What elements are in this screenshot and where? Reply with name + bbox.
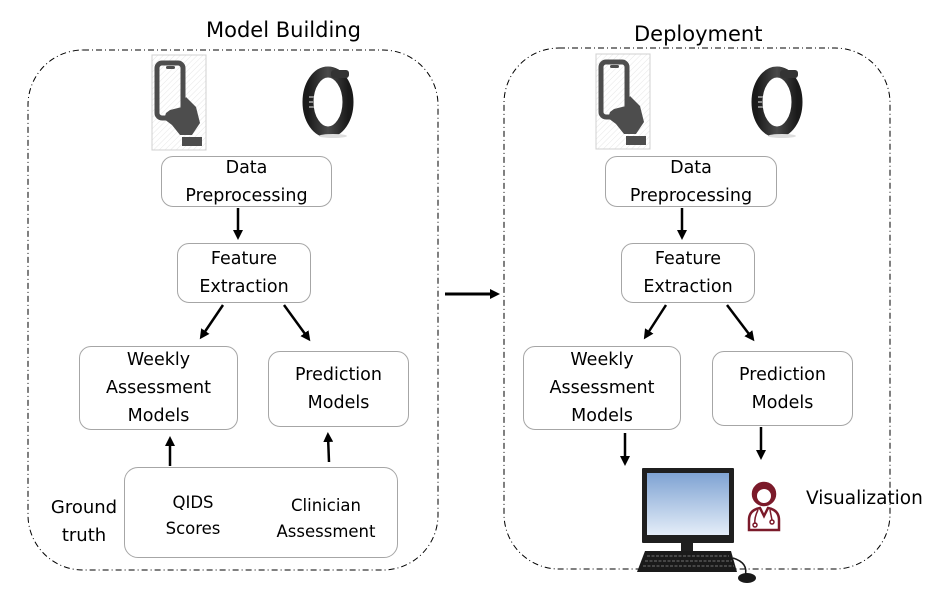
smartphone-icon [151,54,207,151]
node-label-line: Data [670,157,712,178]
node-label-line: Models [571,406,633,426]
arrow-features-to-weekly [199,304,225,340]
ground-truth-label-line: Ground [50,497,118,518]
fitness-band-icon [751,66,803,138]
node-prediction-models: Prediction Models [712,351,853,426]
doc-label-line: QIDS [172,493,214,512]
arrow-features-to-prediction [726,304,755,342]
model-building-container [27,49,439,571]
node-data-preprocessing: Data Preprocessing [605,156,777,207]
smartphone-icon [595,53,651,150]
node-label-line: Weekly [570,350,634,370]
arrow-features-to-prediction [282,304,311,342]
clinician-assessment-label: Clinician Assessment [276,493,376,545]
node-label-line: Assessment [549,378,655,398]
doc-label-line: Scores [165,519,221,538]
node-label-line: Assessment [106,378,211,398]
ground-truth-box [124,467,398,558]
node-label-line: Extraction [643,277,733,297]
node-label-line: Feature [654,249,722,269]
node-label-line: Extraction [199,277,289,297]
node-feature-extraction: Feature Extraction [177,243,311,303]
deployment-title: Deployment [634,22,763,46]
visualization-label: Visualization [806,488,923,509]
node-label-line: Models [307,393,370,413]
desktop-computer-icon [637,468,756,583]
node-label-line: Prediction [739,364,826,385]
node-feature-extraction: Feature Extraction [621,243,755,303]
node-label-line: Preprocessing [629,185,753,206]
node-label-line: Data [225,157,268,178]
node-label-line: Prediction [295,365,382,385]
doc-label-line: Assessment [276,522,376,541]
ground-truth-label-line: truth [61,525,107,546]
node-label-line: Feature [210,249,278,269]
doc-label-line: Clinician [291,496,361,515]
node-label-line: Models [127,406,190,426]
node-label-line: Preprocessing [185,185,308,206]
node-prediction-models: Prediction Models [268,351,409,427]
node-weekly-assessment-models: Weekly Assessment Models [523,346,681,430]
qids-scores-label: QIDS Scores [155,490,231,542]
clinician-icon [747,481,781,532]
ground-truth-label: Ground truth [48,494,120,550]
node-label-line: Models [751,392,814,413]
node-label-line: Weekly [126,350,191,370]
node-data-preprocessing: Data Preprocessing [161,156,332,207]
node-weekly-assessment-models: Weekly Assessment Models [79,346,238,430]
arrow-clinician-to-prediction [323,432,334,463]
fitness-band-icon [302,66,354,138]
arrow-features-to-weekly [643,304,668,340]
model-building-title: Model Building [206,18,361,42]
